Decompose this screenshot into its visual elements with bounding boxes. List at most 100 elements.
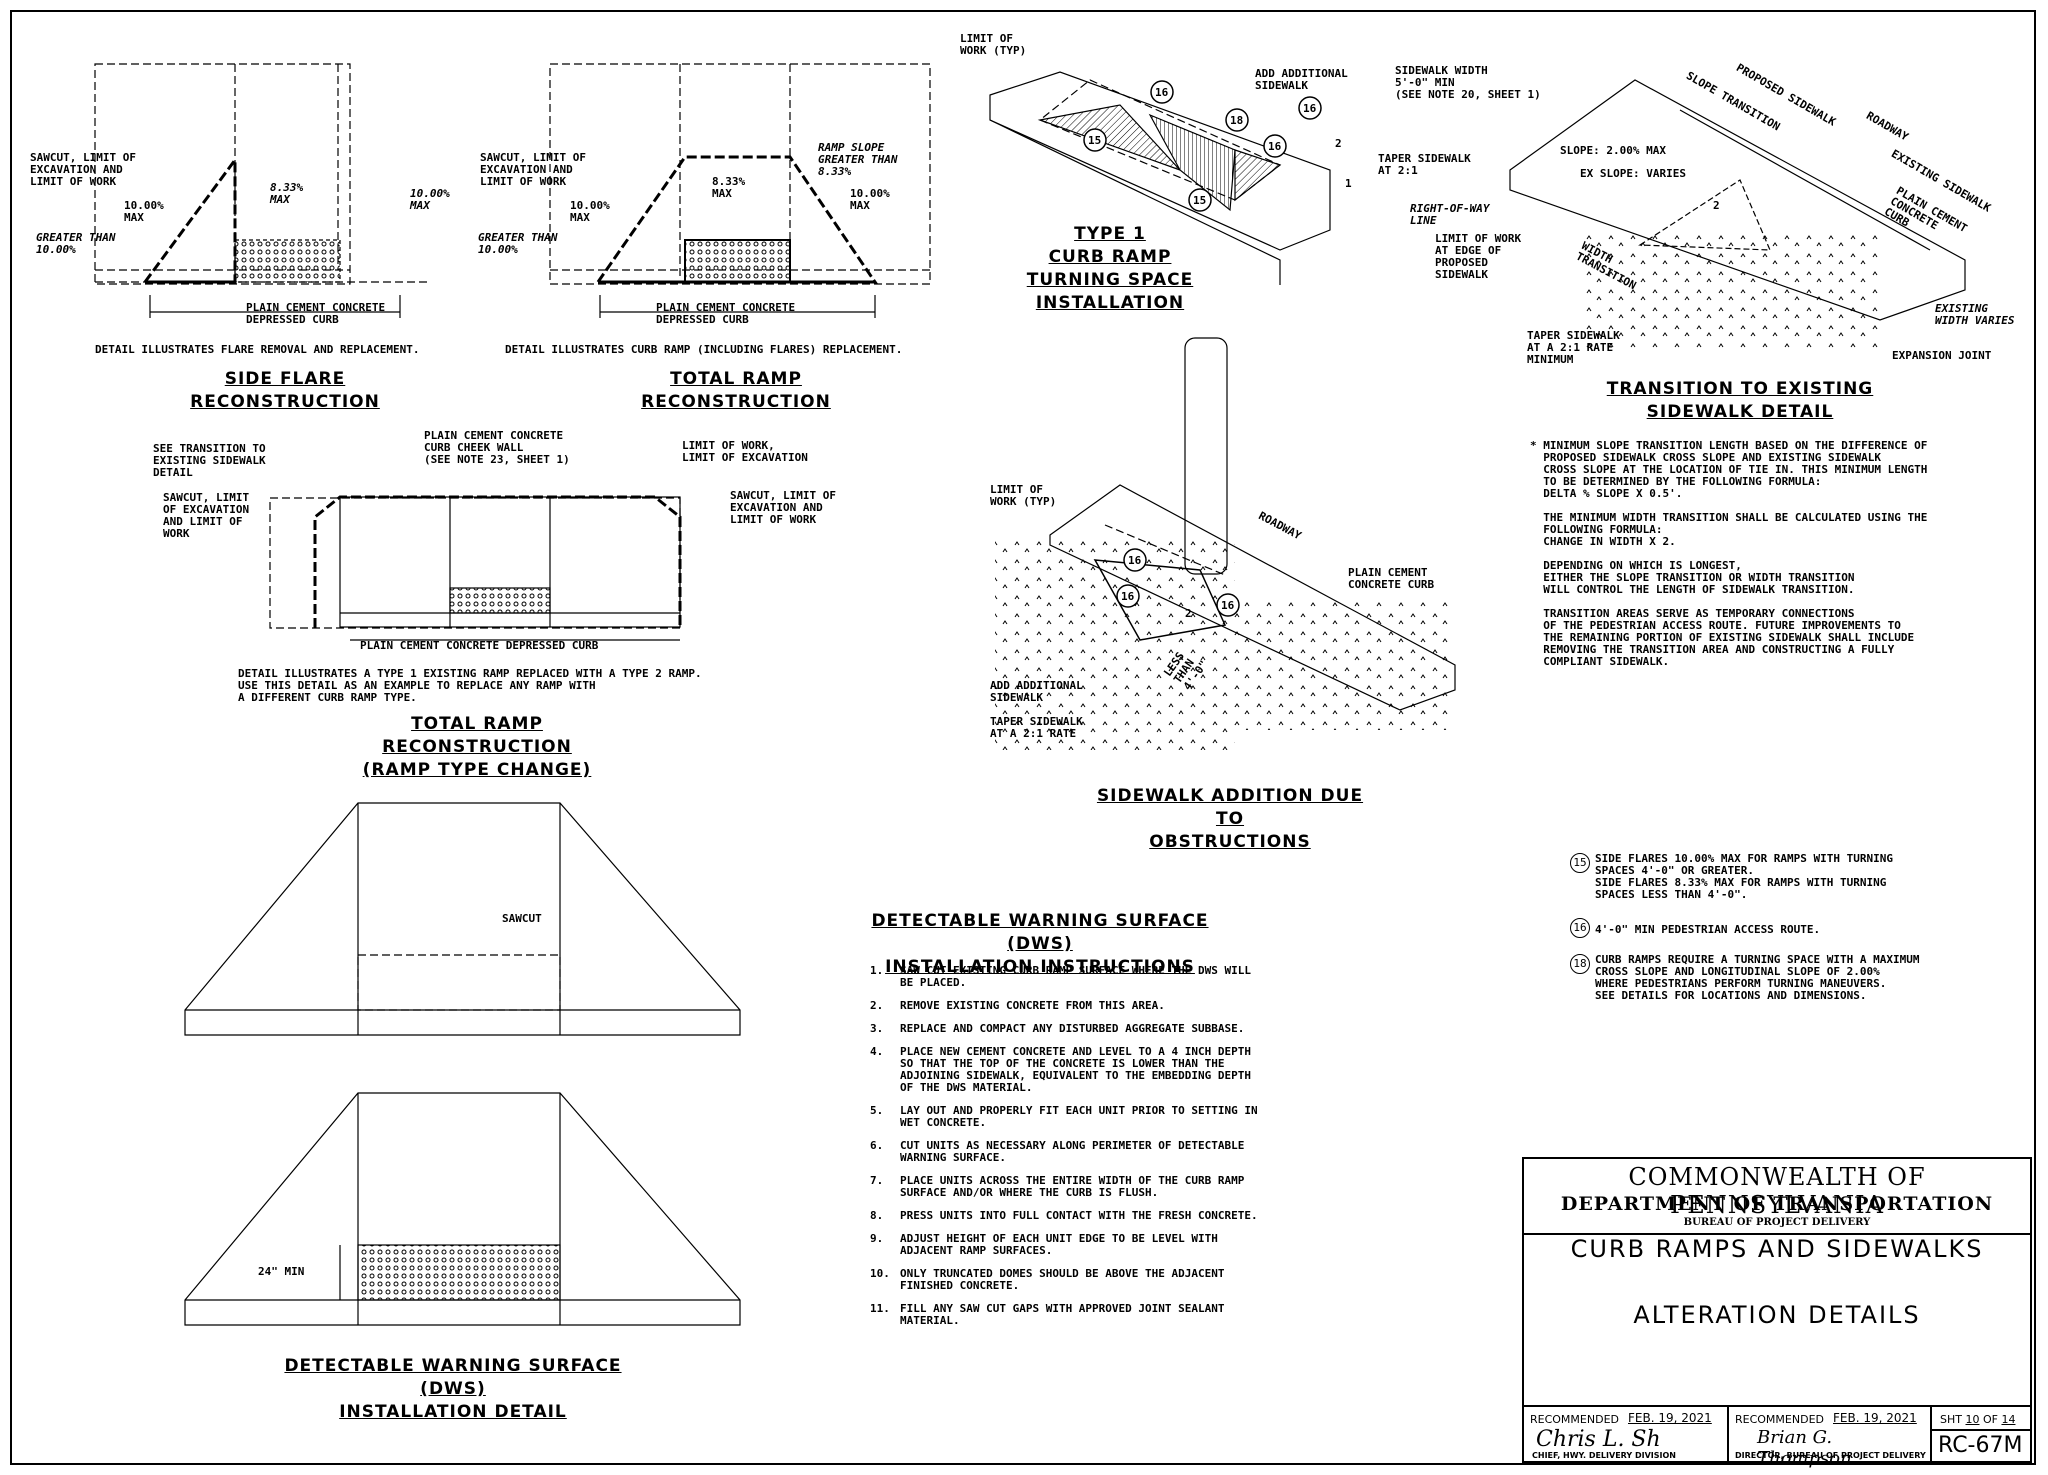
- transition-iso: [1509, 79, 1966, 350]
- dws-step-text: PLACE NEW CEMENT CONCRETE AND LEVEL TO A…: [900, 1045, 1251, 1094]
- sa-add-sidewalk: ADD ADDITIONAL SIDEWALK: [990, 679, 1083, 704]
- t1-two: 2: [1335, 137, 1342, 150]
- sheet-title-2: ALTERATION DETAILS: [1633, 1301, 1921, 1329]
- total-ramp-plan: [549, 63, 931, 318]
- tb-divider: [1524, 1233, 2030, 1235]
- dws-step: 5.LAY OUT AND PROPERLY FIT EACH UNIT PRI…: [870, 1105, 1260, 1129]
- dws-step: 10.ONLY TRUNCATED DOMES SHOULD BE ABOVE …: [870, 1268, 1260, 1292]
- sf-greater-than: GREATER THAN 10.00%: [36, 231, 116, 256]
- transition-note: DEPENDING ON WHICH IS LONGEST, EITHER TH…: [1543, 559, 1855, 596]
- dws-step: 7.PLACE UNITS ACROSS THE ENTIRE WIDTH OF…: [870, 1175, 1260, 1199]
- svg-text:16: 16: [1221, 599, 1235, 612]
- dws-step-text: PRESS UNITS INTO FULL CONTACT WITH THE F…: [900, 1209, 1258, 1222]
- transition-note: THE MINIMUM WIDTH TRANSITION SHALL BE CA…: [1543, 511, 1928, 548]
- dws-step-text: FILL ANY SAW CUT GAPS WITH APPROVED JOIN…: [900, 1302, 1225, 1327]
- transition-title: TRANSITION TO EXISTING SIDEWALK DETAIL: [1606, 379, 1874, 422]
- dws-step-text: PLACE UNITS ACROSS THE ENTIRE WIDTH OF T…: [900, 1174, 1245, 1199]
- dws-step-number: 11.: [870, 1302, 890, 1315]
- svg-text:16: 16: [1303, 102, 1317, 115]
- svg-text:16: 16: [1128, 554, 1142, 567]
- drawing-callouts: [1083, 80, 1322, 617]
- sf-depressed-curb: PLAIN CEMENT CONCRETE DEPRESSED CURB: [246, 301, 386, 326]
- tx-existing-width: EXISTING WIDTH VARIES: [1935, 302, 2015, 327]
- tr-eight-max: 8.33% MAX: [712, 175, 746, 200]
- dws-step-number: 8.: [870, 1209, 884, 1222]
- t1-taper: TAPER SIDEWALK AT 2:1: [1378, 152, 1471, 177]
- transition-notes: * MINIMUM SLOPE TRANSITION LENGTH BASED …: [1530, 440, 1927, 668]
- dws-step-text: REMOVE EXISTING CONCRETE FROM THIS AREA.: [900, 999, 1165, 1012]
- svg-text:18: 18: [1230, 114, 1243, 127]
- callout-number: 15: [1570, 853, 1590, 873]
- tx-taper-min: TAPER SIDEWALK AT A 2:1 RATE MINIMUM: [1527, 329, 1620, 366]
- tr-ten-max-right: 10.00% MAX: [850, 187, 890, 212]
- dws-sawcut-label: SAWCUT: [502, 912, 542, 925]
- dws-step-number: 2.: [870, 999, 884, 1012]
- tx-expansion: EXPANSION JOINT: [1892, 349, 1992, 362]
- drawing-code: RC-67M: [1938, 1433, 2023, 1458]
- side-flare-plan: [94, 63, 430, 318]
- tx-sw-width: SIDEWALK WIDTH 5'-0" MIN (SEE NOTE 20, S…: [1395, 64, 1541, 101]
- sf-eight-max: 8.33% MAX: [270, 181, 304, 206]
- dws-step-number: 4.: [870, 1045, 884, 1058]
- rec-date-2: FEB. 19, 2021: [1833, 1411, 1917, 1425]
- dws-detail-upper: [184, 802, 741, 1036]
- rc-sawcut-left: SAWCUT, LIMIT OF EXCAVATION AND LIMIT OF…: [163, 491, 250, 540]
- title-block: COMMONWEALTH OF PENNSYLVANIA DEPARTMENT …: [1522, 1157, 2032, 1469]
- sa-limit-work: LIMIT OF WORK (TYP): [990, 483, 1057, 508]
- rec-cell-2: RECOMMENDED FEB. 19, 2021 Brian G. Thomp…: [1729, 1405, 1932, 1469]
- dws-step: 9. ADJUST HEIGHT OF EACH UNIT EDGE TO BE …: [870, 1233, 1260, 1257]
- sa-plain-curb: PLAIN CEMENT CONCRETE CURB: [1348, 566, 1435, 591]
- tx-slope-max: SLOPE: 2.00% MAX: [1560, 144, 1666, 157]
- svg-text:16: 16: [1155, 86, 1169, 99]
- dws-detail-lower: [184, 1092, 741, 1326]
- sheet-title-1: CURB RAMPS AND SIDEWALKS: [1570, 1235, 1984, 1263]
- type1-title: TYPE 1 CURB RAMP TURNING SPACE INSTALLAT…: [1026, 224, 1194, 313]
- sf-note: DETAIL ILLUSTRATES FLARE REMOVAL AND REP…: [95, 343, 420, 356]
- dws-instructions-title: DETECTABLE WARNING SURFACE (DWS) INSTALL…: [871, 911, 1209, 977]
- dws-step-number: 5.: [870, 1104, 884, 1117]
- sa-taper: TAPER SIDEWALK AT A 2:1 RATE: [990, 715, 1083, 740]
- dws-step-text: ONLY TRUNCATED DOMES SHOULD BE ABOVE THE…: [900, 1267, 1225, 1292]
- t1-one: 1: [1345, 177, 1352, 190]
- rec-label: RECOMMENDED: [1735, 1413, 1824, 1426]
- dws-step-number: 1.: [870, 964, 884, 977]
- callout-number: 16: [1570, 918, 1590, 938]
- sa-two: 2: [1185, 607, 1192, 620]
- side-flare-title: SIDE FLARE RECONSTRUCTION: [190, 369, 380, 412]
- rc-sawcut-right: SAWCUT, LIMIT OF EXCAVATION AND LIMIT OF…: [730, 489, 836, 526]
- signature-2: Brian G. Thompson: [1757, 1427, 1852, 1469]
- dws-step-number: 9.: [870, 1232, 884, 1245]
- sheet-number-cell: SHT 10 OF 14 RC-67M: [1932, 1405, 2030, 1463]
- sheet-border: [10, 10, 2036, 1465]
- tr-greater-than: GREATER THAN 10.00%: [478, 231, 558, 256]
- tr-ten-max: 10.00% MAX: [570, 199, 610, 224]
- svg-text:16: 16: [1268, 140, 1282, 153]
- sidewalk-addition-title: SIDEWALK ADDITION DUE TO OBSTRUCTIONS: [1096, 786, 1364, 852]
- rc-note: DETAIL ILLUSTRATES A TYPE 1 EXISTING RAM…: [238, 667, 702, 704]
- sf-ten-max: 10.00% MAX: [124, 199, 164, 224]
- role-2: DIRECTOR, BUREAU OF PROJECT DELIVERY: [1735, 1451, 1926, 1460]
- dept-name: DEPARTMENT OF TRANSPORTATION: [1560, 1193, 1994, 1215]
- dws-step: 6.CUT UNITS AS NECESSARY ALONG PERIMETER…: [870, 1140, 1260, 1164]
- sheet-number: SHT 10 OF 14: [1940, 1413, 2016, 1426]
- callout-text: SIDE FLARES 10.00% MAX FOR RAMPS WITH TU…: [1595, 852, 1894, 901]
- transition-note: TRANSITION AREAS SERVE AS TEMPORARY CONN…: [1543, 607, 1915, 668]
- tr-sawcut-label: SAWCUT, LIMIT OF EXCAVATION AND LIMIT OF…: [480, 151, 586, 188]
- ramp-type-change-plan: [269, 495, 682, 641]
- tx-row-line: RIGHT-OF-WAY LINE: [1410, 202, 1490, 227]
- org-name: COMMONWEALTH OF PENNSYLVANIA: [1628, 1163, 1926, 1219]
- rc-depressed-curb: PLAIN CEMENT CONCRETE DEPRESSED CURB: [360, 639, 599, 652]
- dws-step: 11. FILL ANY SAW CUT GAPS WITH APPROVED J…: [870, 1303, 1260, 1327]
- callout-text: CURB RAMPS REQUIRE A TURNING SPACE WITH …: [1595, 953, 1920, 1002]
- dws-step-text: ADJUST HEIGHT OF EACH UNIT EDGE TO BE LE…: [900, 1232, 1218, 1257]
- tr-ramp-slope: RAMP SLOPE GREATER THAN 8.33%: [818, 141, 898, 178]
- svg-text:15: 15: [1193, 194, 1206, 207]
- bureau-name: BUREAU OF PROJECT DELIVERY: [1683, 1217, 1871, 1228]
- tr-depressed-curb: PLAIN CEMENT CONCRETE DEPRESSED CURB: [656, 301, 796, 326]
- t1-limit-work: LIMIT OF WORK (TYP): [960, 32, 1027, 57]
